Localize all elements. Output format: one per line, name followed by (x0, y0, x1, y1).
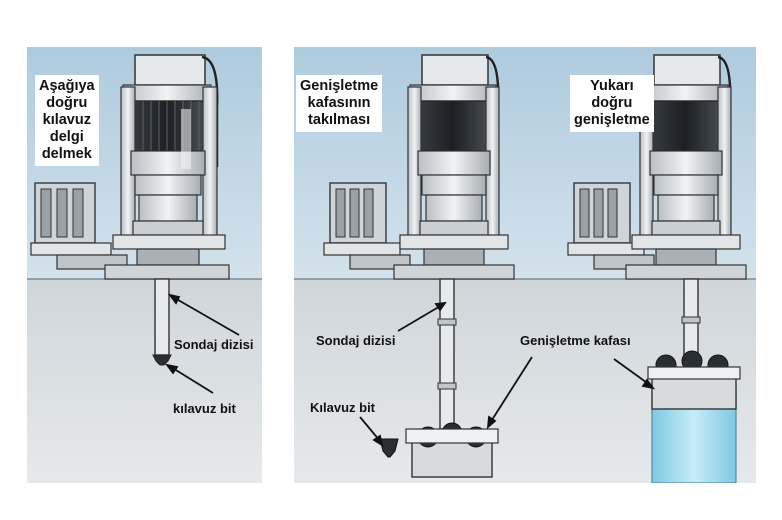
title-line: kılavuz (42, 112, 91, 128)
title-line: Yukarı (590, 78, 634, 94)
drill-string (152, 278, 172, 366)
reaming-head (405, 422, 499, 478)
label-pilot-bit: Kılavuz bit (310, 400, 376, 415)
drill-string (437, 278, 457, 430)
panel-title: Aşağıya doğru kılavuz delgi delmek (35, 75, 99, 166)
pilot-bit (379, 438, 399, 458)
title-line: takılması (308, 112, 371, 128)
title-line: doğru (591, 95, 633, 111)
panel-title: Genişletme kafasının takılması (296, 75, 383, 132)
title-line: delgi (49, 129, 84, 145)
reaming-illustration (294, 47, 756, 483)
title-line: delmek (41, 146, 92, 162)
raise-boring-rig (104, 54, 230, 280)
title-line: kafasının (307, 95, 371, 111)
label-drill-string: Sondaj dizisi (316, 333, 396, 348)
label-pilot-bit: kılavuz bit (173, 401, 236, 416)
title-line: Genişletme (300, 78, 379, 94)
pilot-drilling-illustration (27, 47, 262, 483)
panel-title: Yukarı doğru genişletme (570, 75, 654, 132)
panel-pilot-drilling: Aşağıya doğru kılavuz delgi delmek Sonda… (27, 47, 262, 483)
raise-boring-rig (393, 54, 515, 280)
title-line: doğru (46, 95, 88, 111)
reaming-head (647, 350, 741, 410)
callout-arrows (164, 293, 240, 394)
label-drill-string: Sondaj dizisi (174, 337, 254, 352)
breakout-wrench (30, 182, 128, 270)
panel-reaming: Genişletme kafasının takılması Yukarı do… (294, 47, 756, 483)
title-line: Aşağıya (39, 78, 95, 94)
breakout-wrench (323, 182, 411, 270)
ground (27, 279, 262, 483)
callout-arrows (359, 301, 656, 447)
title-line: genişletme (574, 112, 650, 128)
label-reamer-head: Genişletme kafası (520, 333, 631, 348)
